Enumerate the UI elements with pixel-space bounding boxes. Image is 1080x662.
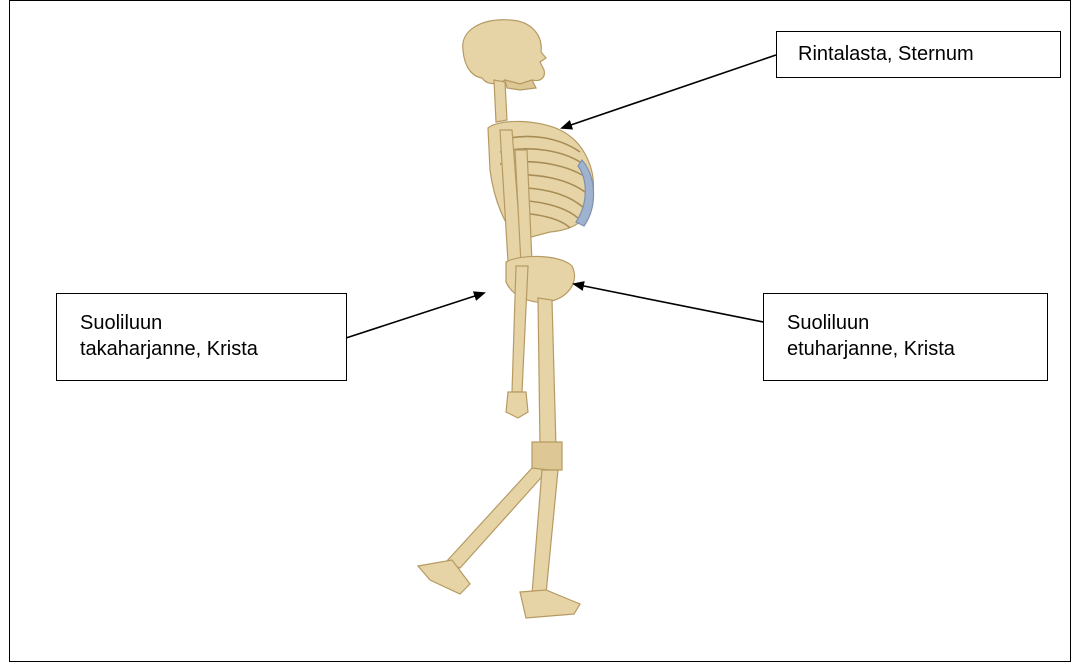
knee — [532, 442, 562, 470]
skeleton — [418, 20, 594, 618]
foot-front — [520, 590, 580, 618]
label-anterior-line1: Suoliluun — [787, 310, 1047, 336]
label-anterior-line2: etuharjanne, Krista — [787, 336, 1047, 362]
label-sternum-text: Rintalasta, Sternum — [798, 41, 1060, 67]
hand — [506, 392, 528, 418]
label-posterior-iliac-crest: Suoliluun takaharjanne, Krista — [56, 293, 347, 381]
tibia-front — [532, 470, 558, 594]
label-sternum: Rintalasta, Sternum — [776, 31, 1061, 78]
label-anterior-iliac-crest: Suoliluun etuharjanne, Krista — [763, 293, 1048, 381]
cervical-spine — [494, 80, 507, 122]
label-posterior-line2: takaharjanne, Krista — [80, 336, 346, 362]
skull — [463, 20, 546, 84]
arrow-posterior-crest — [346, 293, 484, 338]
label-posterior-line1: Suoliluun — [80, 310, 346, 336]
tibia-back — [446, 468, 548, 568]
arrow-sternum — [562, 55, 776, 128]
arrow-anterior-crest — [574, 284, 763, 322]
femur — [538, 298, 556, 448]
